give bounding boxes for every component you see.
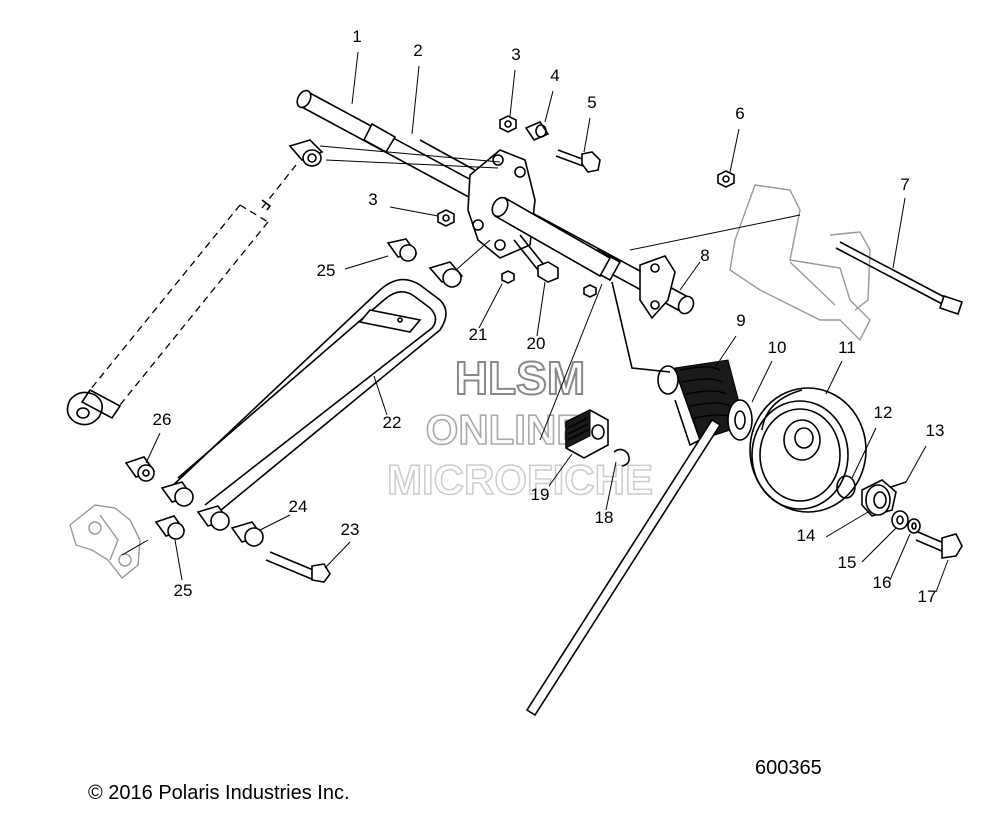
callout-12: 12 [874,403,893,422]
long-bolt [835,241,964,316]
ring-12 [836,475,856,499]
watermark-line-3: MICROFICHE [387,456,653,503]
callout-2: 2 [413,41,422,60]
callout-9: 9 [736,311,745,330]
block-19 [565,409,609,459]
callout-18: 18 [595,508,614,527]
torque-arm [167,278,447,516]
mounting-bracket [467,149,612,278]
callout-14: 14 [797,526,816,545]
clip-small [583,284,597,298]
watermark-line-1: HLSM [455,352,585,404]
bushing-25-upper [386,238,464,288]
ghost-bracket [69,504,141,579]
watermark: HLSM ONLINE MICROFICHE [386,351,654,504]
bushing-lower-left [160,481,194,507]
bolt-5 [555,149,601,173]
bushing-lower-right [196,505,230,531]
callout-3: 3 [511,45,520,64]
watermark-line-2: ONLINE [426,406,585,453]
hub-14 [861,479,897,517]
callout-1: 1 [352,27,361,46]
callout-19: 19 [531,485,550,504]
leader-lines [121,51,949,593]
bushing-25-lower [154,515,186,540]
side-bracket [639,255,676,320]
shock-absorber-phantom [66,164,297,426]
washer-15 [891,510,909,530]
nut-21 [501,270,515,284]
washer-16 [907,518,921,534]
copyright-notice: © 2016 Polaris Industries Inc. [88,782,350,804]
bolt-20 [513,234,559,283]
callout-13: 13 [926,421,945,440]
callout-3: 3 [368,190,377,209]
nut-6 [717,170,735,188]
callout-7: 7 [900,175,909,194]
callout-10: 10 [768,338,787,357]
callout-23: 23 [341,520,360,539]
bushing-26 [124,456,156,482]
callout-22: 22 [383,413,402,432]
callout-6: 6 [735,104,744,123]
drawing-number: 600365 [755,757,822,779]
bolt-23 [265,551,331,583]
frame-ghost [729,184,871,342]
callout-21: 21 [469,325,488,344]
callout-25: 25 [174,581,193,600]
bushing-24 [230,521,264,547]
ring-18 [613,448,630,467]
callout-24: 24 [289,497,308,516]
nut-3-top [499,115,517,133]
callout-15: 15 [838,553,857,572]
callout-5: 5 [587,93,596,112]
callout-17: 17 [918,587,937,606]
callout-4: 4 [550,66,559,85]
callout-25: 25 [317,261,336,280]
spacer-4 [524,121,550,141]
washer-10 [727,399,753,441]
wheel-11 [749,387,867,513]
callout-11: 11 [838,338,856,357]
callout-20: 20 [527,334,546,353]
nut-3-mid [437,209,455,227]
bolt-17 [915,531,963,559]
bushing-upper [288,139,324,167]
callout-16: 16 [873,573,892,592]
callout-8: 8 [700,246,709,265]
callout-26: 26 [153,410,172,429]
